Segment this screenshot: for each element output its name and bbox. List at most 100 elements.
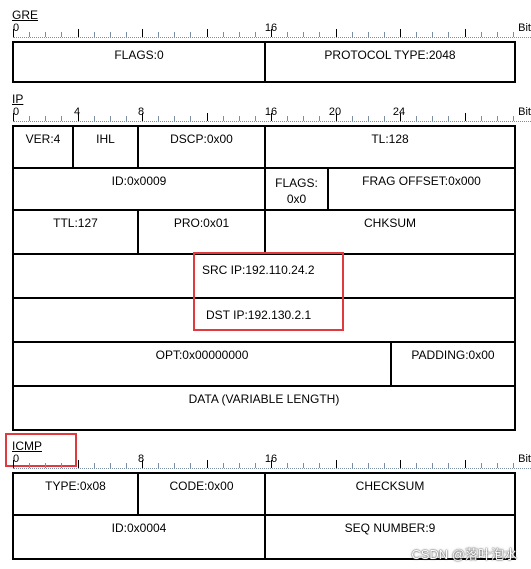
ruler-tick xyxy=(351,32,353,37)
gre-flags-text: FLAGS:0 xyxy=(114,48,164,62)
icmp-code-text: CODE:0x00 xyxy=(169,479,234,493)
icmp-section-label: ICMP xyxy=(12,439,42,453)
ruler-tick xyxy=(93,116,95,121)
ruler-tick xyxy=(254,32,256,37)
ruler-tick xyxy=(45,116,47,121)
ruler-tick xyxy=(109,32,111,37)
ip-id-field: ID:0x0009 xyxy=(12,167,266,211)
ruler-tick xyxy=(351,116,353,121)
ruler-tick xyxy=(45,32,47,37)
ruler-tick xyxy=(400,29,401,37)
ruler-tick xyxy=(512,32,514,37)
ruler-tick xyxy=(190,32,192,37)
icmp-seq-number-text: SEQ NUMBER:9 xyxy=(344,521,436,535)
ruler-tick xyxy=(206,113,208,121)
ruler-tick xyxy=(383,463,385,468)
ruler-tick-label: 24 xyxy=(392,106,406,118)
ip-ttl-field: TTL:127 xyxy=(12,209,139,255)
ruler-tick xyxy=(222,32,224,37)
ruler-tick xyxy=(464,113,466,121)
ruler-tick xyxy=(174,116,176,121)
ruler-tick xyxy=(61,116,63,121)
ruler-tick xyxy=(125,32,127,37)
ip-tl-field: TL:128 xyxy=(264,125,516,169)
ip-address-highlight-box xyxy=(193,252,344,331)
ruler-tick-label: 0 xyxy=(13,22,20,34)
ruler-tick xyxy=(383,116,385,121)
ruler-tick xyxy=(29,116,31,121)
ruler-tick-label: 8 xyxy=(137,106,145,118)
ip-tl-text: TL:128 xyxy=(371,132,409,146)
ip-flags-value: 0x0 xyxy=(286,192,307,206)
icmp-seq-number-field: SEQ NUMBER:9 xyxy=(264,514,516,560)
ip-flags-field: FLAGS: 0x0 xyxy=(264,167,329,211)
ruler-tick xyxy=(190,116,192,121)
ruler-tick xyxy=(416,32,418,37)
ruler-tick xyxy=(77,113,79,121)
icmp-checksum-field: CHECKSUM xyxy=(264,472,516,516)
ruler-tick xyxy=(335,113,337,121)
ruler-tick xyxy=(61,32,63,37)
ruler-tick-label: 16 xyxy=(264,22,278,34)
ruler-tick xyxy=(383,32,385,37)
icmp-id-field: ID:0x0004 xyxy=(12,514,266,560)
gre-section-label: GRE xyxy=(12,8,39,22)
ruler-tick xyxy=(142,460,143,468)
ruler-tick xyxy=(93,463,95,468)
ruler-tick xyxy=(45,463,47,468)
ruler-tick xyxy=(222,116,224,121)
ruler-tick xyxy=(400,113,401,121)
ruler-tick xyxy=(174,32,176,37)
ip-opt-field: OPT:0x00000000 xyxy=(12,341,392,387)
ruler-tick xyxy=(271,460,272,468)
icmp-bit-ruler: 0 8 16 Bit xyxy=(13,453,531,471)
ruler-tick xyxy=(496,463,498,468)
ruler-tick xyxy=(158,463,160,468)
ruler-tick xyxy=(93,32,95,37)
gre-flags-field: FLAGS:0 xyxy=(12,41,266,83)
ruler-tick xyxy=(142,29,143,37)
ruler-tick xyxy=(480,463,482,468)
ruler-tick xyxy=(464,29,466,37)
icmp-highlight-box xyxy=(5,433,77,467)
ruler-tick xyxy=(29,463,31,468)
ruler-tick xyxy=(303,463,305,468)
ip-dst-ip-text: DST IP:192.130.2.1 xyxy=(206,308,312,322)
ruler-tick xyxy=(448,32,450,37)
ip-dst-ip-field xyxy=(12,297,516,343)
ruler-tick xyxy=(416,463,418,468)
ruler-tick xyxy=(432,116,434,121)
ruler-tick xyxy=(319,116,321,121)
ruler-tick xyxy=(254,463,256,468)
ruler-tick xyxy=(190,463,192,468)
ruler-tick xyxy=(448,463,450,468)
ruler-tick xyxy=(109,116,111,121)
ruler-tick xyxy=(512,463,514,468)
ruler-tick xyxy=(287,32,289,37)
ruler-tick xyxy=(512,116,514,121)
ip-id-text: ID:0x0009 xyxy=(111,174,167,188)
ruler-unit-label: Bit xyxy=(518,22,531,34)
ip-padding-field: PADDING:0x00 xyxy=(390,341,516,387)
ruler-tick xyxy=(238,32,240,37)
ruler-tick xyxy=(480,116,482,121)
ruler-tick xyxy=(125,116,127,121)
ip-bit-ruler: 0 4 8 16 20 24 Bit xyxy=(13,106,531,124)
ruler-tick xyxy=(174,463,176,468)
ruler-tick xyxy=(287,463,289,468)
ruler-tick xyxy=(400,460,401,468)
ruler-tick xyxy=(29,32,31,37)
ip-ver-field: VER:4 xyxy=(12,125,74,169)
ip-ihl-field: IHL xyxy=(72,125,139,169)
ip-frag-offset-text: FRAG OFFSET:0x000 xyxy=(362,174,481,188)
ruler-tick xyxy=(271,29,272,37)
ip-opt-text: OPT:0x00000000 xyxy=(155,348,249,362)
icmp-checksum-text: CHECKSUM xyxy=(355,479,425,493)
ruler-tick xyxy=(416,116,418,121)
ruler-tick xyxy=(367,32,369,37)
ip-ihl-text: IHL xyxy=(96,132,115,146)
ip-frag-offset-field: FRAG OFFSET:0x000 xyxy=(327,167,516,211)
ruler-tick xyxy=(13,29,14,37)
ruler-tick xyxy=(448,116,450,121)
ruler-tick xyxy=(206,460,208,468)
